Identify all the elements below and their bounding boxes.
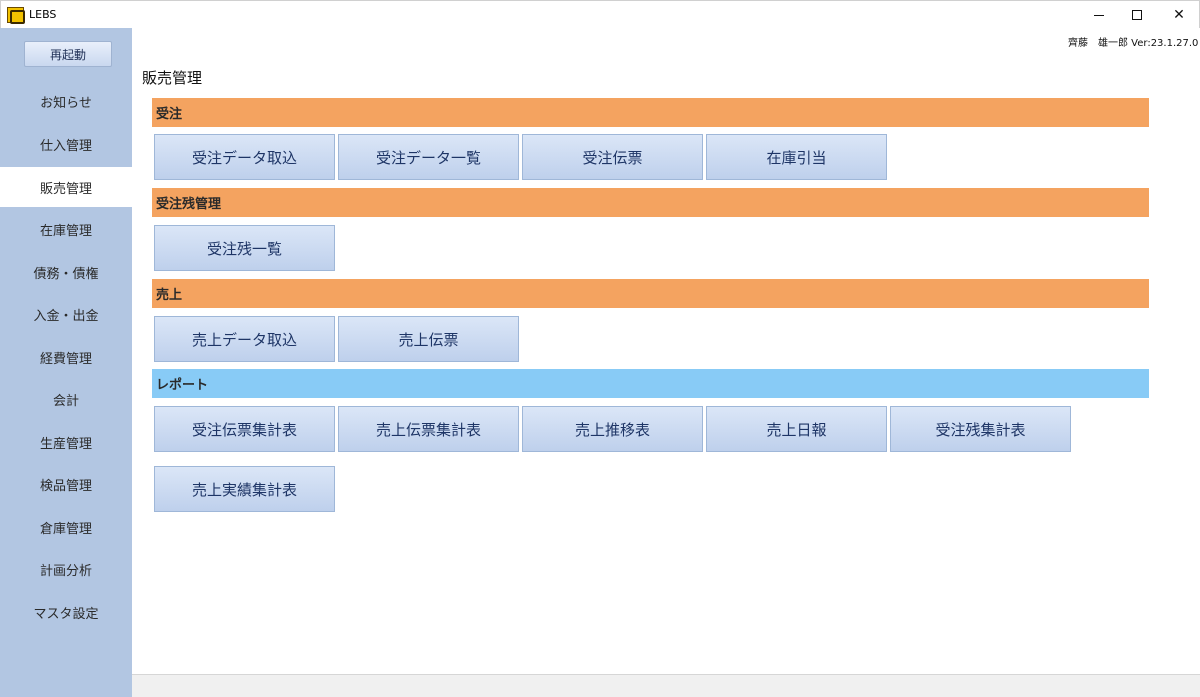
- section-header-backorders: 受注残管理: [152, 188, 1149, 217]
- sidebar-item-inventory[interactable]: 在庫管理: [39, 223, 92, 239]
- minimize-button[interactable]: [1077, 1, 1121, 29]
- window-title: LEBS: [29, 8, 57, 21]
- sidebar-item-inspection[interactable]: 検品管理: [39, 478, 92, 494]
- title-bar: LEBS ✕: [0, 0, 1200, 28]
- daily-sales-report-button[interactable]: 売上日報: [706, 406, 887, 452]
- sidebar-item-news[interactable]: お知らせ: [40, 95, 92, 111]
- sidebar-item-warehouse[interactable]: 倉庫管理: [39, 521, 92, 537]
- backorder-list-button[interactable]: 受注残一覧: [154, 225, 335, 271]
- sales-slip-summary-button[interactable]: 売上伝票集計表: [338, 406, 519, 452]
- maximize-icon: [1132, 10, 1142, 20]
- sidebar-item-planning-analysis[interactable]: 計画分析: [39, 563, 92, 579]
- section-header-orders: 受注: [152, 98, 1149, 127]
- sidebar-item-purchasing[interactable]: 仕入管理: [39, 138, 92, 154]
- close-icon: ✕: [1173, 7, 1185, 23]
- user-version-info: 齊藤 雄一郎 Ver:23.1.27.0: [1068, 38, 1199, 49]
- sidebar-item-accounting[interactable]: 会計: [52, 393, 79, 409]
- sidebar-item-payables-receivables[interactable]: 債務・債権: [33, 266, 99, 282]
- sales-trend-button[interactable]: 売上推移表: [522, 406, 703, 452]
- order-slip-button[interactable]: 受注伝票: [522, 134, 703, 180]
- order-data-import-button[interactable]: 受注データ取込: [154, 134, 335, 180]
- backorder-summary-button[interactable]: 受注残集計表: [890, 406, 1071, 452]
- section-header-sales: 売上: [152, 279, 1149, 308]
- sidebar-item-production[interactable]: 生産管理: [39, 436, 92, 452]
- restart-button[interactable]: 再起動: [24, 41, 112, 67]
- order-data-list-button[interactable]: 受注データ一覧: [338, 134, 519, 180]
- order-slip-summary-button[interactable]: 受注伝票集計表: [154, 406, 335, 452]
- stock-allocation-button[interactable]: 在庫引当: [706, 134, 887, 180]
- close-button[interactable]: ✕: [1157, 1, 1200, 29]
- sidebar: 再起動 お知らせ 仕入管理 販売管理 在庫管理 債務・債権 入金・出金 経費管理…: [0, 28, 132, 697]
- sidebar-item-sales[interactable]: 販売管理: [0, 167, 132, 207]
- minimize-icon: [1094, 14, 1104, 16]
- sidebar-item-master-settings[interactable]: マスタ設定: [33, 606, 99, 622]
- maximize-button[interactable]: [1115, 1, 1159, 29]
- sales-data-import-button[interactable]: 売上データ取込: [154, 316, 335, 362]
- sales-slip-button[interactable]: 売上伝票: [338, 316, 519, 362]
- sidebar-item-expenses[interactable]: 経費管理: [39, 351, 92, 367]
- page-title: 販売管理: [142, 69, 203, 87]
- status-bar: [132, 674, 1200, 697]
- sidebar-item-deposits-withdrawals[interactable]: 入金・出金: [33, 308, 99, 324]
- section-header-reports: レポート: [152, 369, 1149, 398]
- sales-results-summary-button[interactable]: 売上実績集計表: [154, 466, 335, 512]
- app-logo-icon: [7, 7, 25, 24]
